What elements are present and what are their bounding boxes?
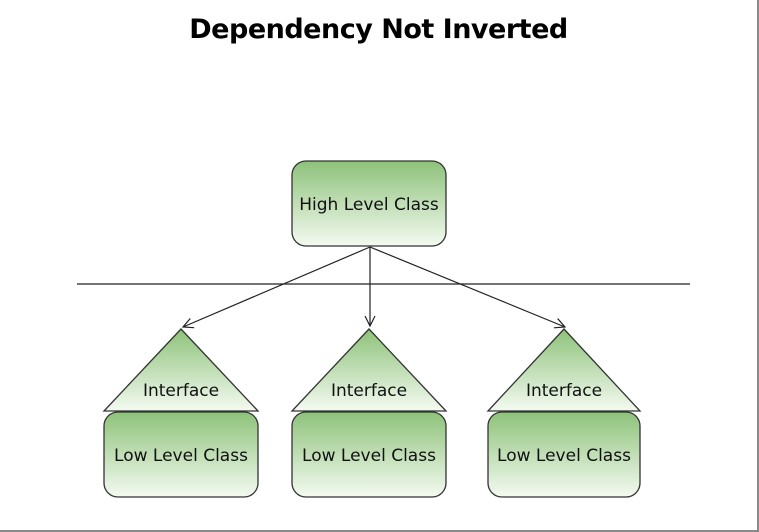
low-level-module-2: Interface Low Level Class	[290, 328, 448, 498]
low-level-module-3: Interface Low Level Class	[486, 328, 642, 498]
low-level-module-1: Interface Low Level Class	[102, 328, 260, 498]
interface-label-3: Interface	[526, 381, 602, 401]
high-level-class-label: High Level Class	[299, 195, 439, 215]
dependency-arrows	[183, 246, 565, 327]
interface-triangle-2	[290, 328, 448, 412]
high-level-class-node: High Level Class	[291, 160, 447, 247]
low-level-class-box-1	[103, 411, 259, 498]
arrow-right	[369, 246, 565, 327]
interface-triangle-1	[102, 328, 260, 412]
low-level-class-label-3: Low Level Class	[497, 446, 631, 466]
low-level-class-label-1: Low Level Class	[114, 446, 248, 466]
low-level-class-box-3	[487, 411, 641, 498]
interface-label-2: Interface	[331, 381, 407, 401]
low-level-class-label-2: Low Level Class	[302, 446, 436, 466]
high-level-class-box	[291, 160, 447, 247]
interface-label-1: Interface	[143, 381, 219, 401]
arrow-left	[183, 246, 371, 327]
interface-triangle-3	[486, 328, 642, 412]
low-level-class-box-2	[291, 411, 447, 498]
diagram-title: Dependency Not Inverted	[189, 14, 568, 45]
